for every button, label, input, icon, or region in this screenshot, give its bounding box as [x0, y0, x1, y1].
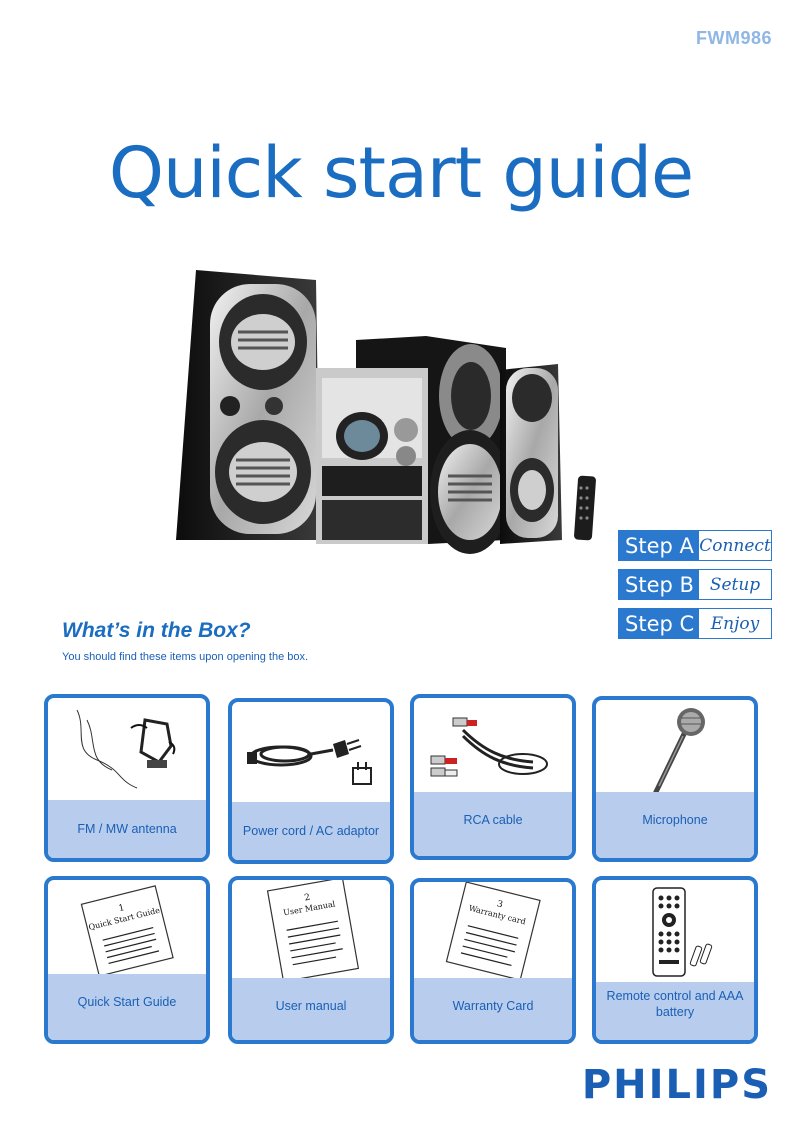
item-card-warranty-card: 3 Warranty card Warranty Card — [410, 878, 576, 1044]
step-c-tag: Step C — [619, 609, 699, 638]
step-b: Step B Setup — [618, 569, 772, 600]
item-label: User manual — [232, 978, 390, 1040]
step-b-word: Setup — [709, 574, 761, 595]
step-b-tag: Step B — [619, 570, 699, 599]
item-card-antenna: FM / MW antenna — [44, 694, 210, 862]
item-label: Warranty Card — [414, 978, 572, 1040]
item-label: RCA cable — [414, 792, 572, 856]
rca-cable-icon — [414, 698, 572, 794]
item-card-power-cord: Power cord / AC adaptor — [228, 698, 394, 864]
item-label: Power cord / AC adaptor — [232, 802, 390, 860]
microphone-icon — [596, 700, 754, 796]
item-card-user-manual: 2 User Manual User manual — [228, 876, 394, 1044]
power-cord-icon — [232, 702, 390, 798]
model-number: FWM986 — [695, 28, 772, 48]
booklet-icon: 1 Quick Start Guide — [48, 880, 206, 976]
box-subtitle: You should find these items upon opening… — [62, 651, 309, 663]
step-a-tag: Step A — [619, 531, 699, 560]
item-label: FM / MW antenna — [48, 800, 206, 858]
booklet-icon: 3 Warranty card — [414, 882, 572, 978]
antenna-icon — [48, 698, 206, 794]
page-title: Quick start guide — [108, 132, 694, 214]
brand-logo: PHILIPS — [581, 1062, 772, 1108]
steps-list: Step A Connect Step B Setup Step C Enjoy — [618, 530, 772, 647]
remote-control-icon — [596, 880, 754, 980]
item-card-microphone: Microphone — [592, 696, 758, 862]
step-c-word: Enjoy — [710, 613, 760, 634]
item-label: Remote control and AAA battery — [596, 982, 754, 1040]
step-a: Step A Connect — [618, 530, 772, 561]
item-label: Microphone — [596, 792, 754, 858]
hifi-system-image — [176, 270, 596, 554]
item-card-remote-control: Remote control and AAA battery — [592, 876, 758, 1044]
booklet-number: 3 — [496, 899, 504, 910]
box-heading: What’s in the Box? — [62, 619, 251, 642]
booklet-number: 1 — [118, 903, 126, 914]
item-card-quick-start-guide: 1 Quick Start Guide Quick Start Guide — [44, 876, 210, 1044]
step-a-word: Connect — [699, 535, 771, 556]
item-card-rca-cable: RCA cable — [410, 694, 576, 860]
booklet-number: 2 — [304, 893, 311, 904]
booklet-icon: 2 User Manual — [232, 880, 390, 980]
item-label: Quick Start Guide — [48, 974, 206, 1040]
step-c: Step C Enjoy — [618, 608, 772, 639]
